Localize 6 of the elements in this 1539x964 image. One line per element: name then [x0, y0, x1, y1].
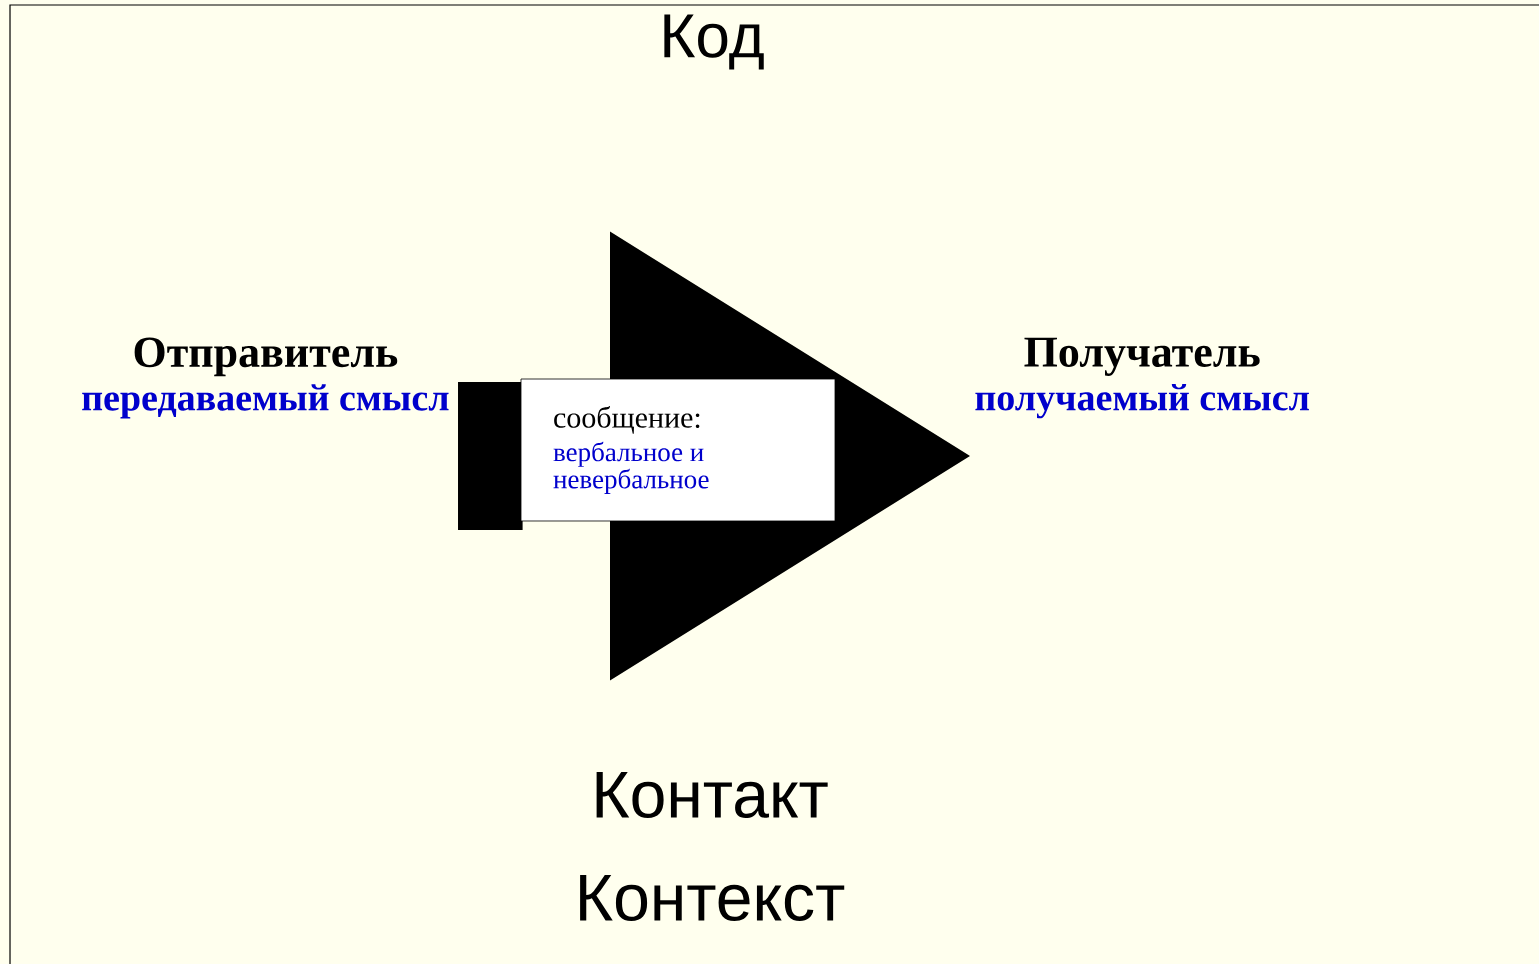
party-label: Отправитель передаваемый смысл: [82, 337, 449, 419]
heading-label: Контекст: [580, 874, 845, 922]
heading-label: Код: [664, 14, 764, 70]
party-label: Получатель получаемый смысл: [975, 337, 1309, 419]
heading-label: Контакт: [596, 771, 828, 819]
message-box: сообщение: вербальное и невербальное: [520, 378, 836, 522]
